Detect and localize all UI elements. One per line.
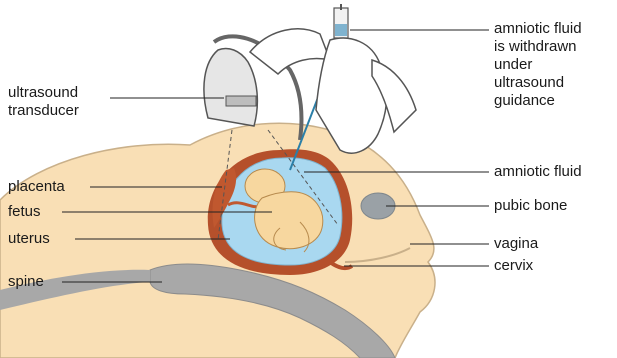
label-amniotic-fluid-withdrawn: amniotic fluid is withdrawn under ultras… — [494, 20, 582, 110]
label-vagina: vagina — [494, 235, 538, 253]
label-fetus: fetus — [8, 203, 41, 221]
label-ultrasound-transducer: ultrasound transducer — [8, 84, 79, 120]
label-placenta: placenta — [8, 178, 65, 196]
label-amniotic-fluid: amniotic fluid — [494, 163, 582, 181]
label-uterus: uterus — [8, 230, 50, 248]
label-spine: spine — [8, 273, 44, 291]
label-cervix: cervix — [494, 257, 533, 275]
label-pubic-bone: pubic bone — [494, 197, 567, 215]
